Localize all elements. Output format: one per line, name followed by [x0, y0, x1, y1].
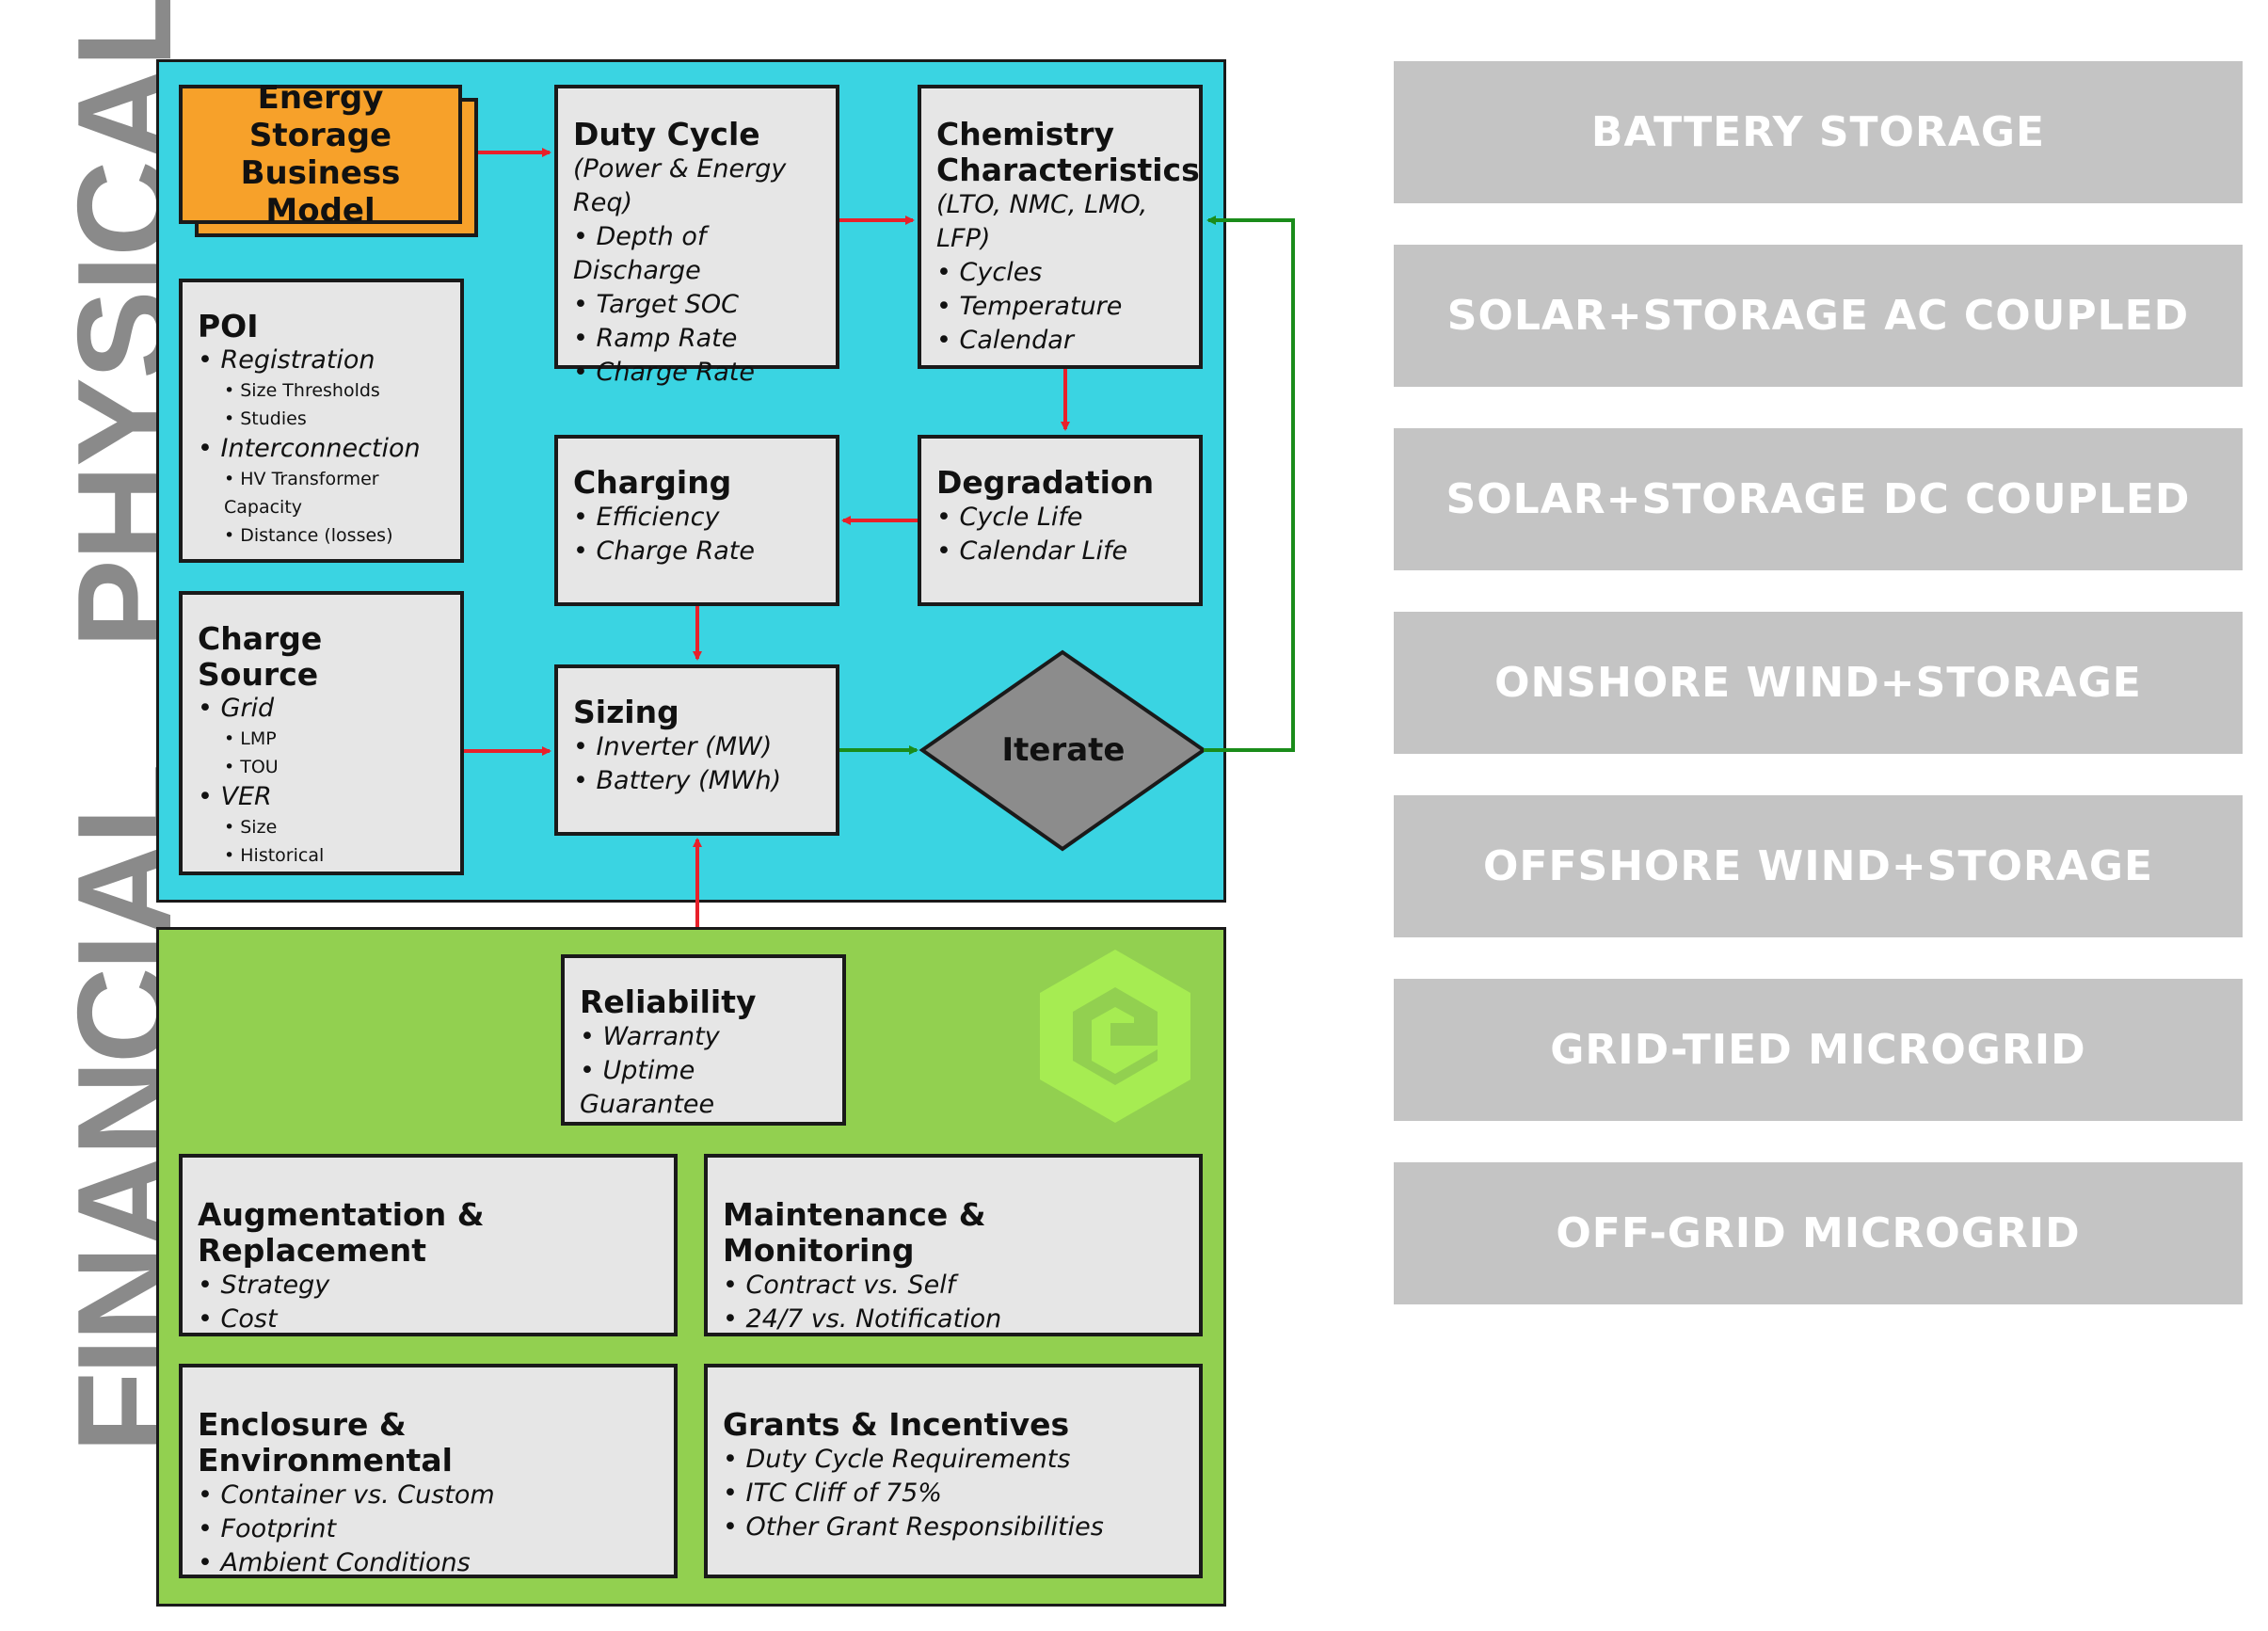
maintenance-box: Maintenance & Monitoring Contract vs. Se…: [704, 1154, 1203, 1336]
degradation-box: Degradation Cycle Life Calendar Life: [918, 435, 1203, 606]
sizing-bullet: Inverter (MW): [573, 730, 821, 764]
augmentation-bullet: Cost: [198, 1303, 659, 1336]
poi-bullet: Registration: [198, 344, 445, 376]
charge-source-sub-bullet: Size: [198, 813, 445, 841]
charging-title: Charging: [573, 464, 732, 501]
poi-sub-bullet: Size Thresholds: [198, 376, 445, 405]
iterate-diamond: [918, 649, 1207, 852]
reliability-title: Reliability: [580, 983, 757, 1020]
poi-title: POI: [198, 308, 259, 344]
category-offshore-wind[interactable]: OFFSHORE WIND+STORAGE: [1394, 795, 2243, 937]
augmentation-box: Augmentation & Replacement Strategy Cost: [179, 1154, 678, 1336]
reliability-bullet: Warranty: [580, 1020, 827, 1054]
grants-bullet: ITC Cliff of 75%: [723, 1477, 1184, 1511]
maintenance-bullet: 24/7 vs. Notification: [723, 1303, 1184, 1336]
category-grid-tied[interactable]: GRID-TIED MICROGRID: [1394, 979, 2243, 1121]
augmentation-title: Augmentation & Replacement: [198, 1196, 485, 1269]
charge-source-sub-bullet: LMP: [198, 725, 445, 753]
charge-source-bullet: VER: [198, 781, 445, 813]
reliability-box: Reliability Warranty Uptime Guarantee: [561, 954, 846, 1126]
poi-bullet: Interconnection: [198, 433, 445, 465]
poi-sub-bullet: Studies: [198, 405, 445, 433]
charge-source-box: Charge Source Grid LMP TOU VER Size Hist…: [179, 591, 464, 875]
charge-source-sub-bullet: Historical: [198, 841, 445, 870]
charging-bullet: Efficiency: [573, 501, 821, 535]
maintenance-title: Maintenance & Monitoring: [723, 1196, 986, 1269]
chemistry-sub: (LTO, NMC, LMO, LFP): [936, 190, 1148, 253]
maintenance-bullet: Contract vs. Self: [723, 1269, 1184, 1303]
category-onshore-wind[interactable]: ONSHORE WIND+STORAGE: [1394, 612, 2243, 754]
chemistry-bullet: Cycles: [936, 256, 1184, 290]
duty-cycle-bullet: Charge Rate: [573, 356, 821, 390]
grants-bullet: Duty Cycle Requirements: [723, 1443, 1184, 1477]
enclosure-bullet: Footprint: [198, 1512, 659, 1546]
chemistry-title-2: Characteristics: [936, 152, 1200, 188]
charge-source-bullet: Grid: [198, 693, 445, 725]
duty-cycle-bullet: Ramp Rate: [573, 322, 821, 356]
business-model-line1: Energy Storage: [248, 79, 392, 154]
enclosure-title: Enclosure & Environmental: [198, 1406, 453, 1479]
charge-source-sub-bullet: TOU: [198, 753, 445, 781]
grants-bullet: Other Grant Responsibilities: [723, 1511, 1184, 1544]
enclosure-bullet: Ambient Conditions: [198, 1546, 659, 1580]
arrow-iterate-to-chemistry: [1204, 216, 1295, 752]
degradation-bullet: Calendar Life: [936, 535, 1184, 568]
chemistry-title-1: Chemistry: [936, 116, 1114, 152]
reliability-bullet: Uptime Guarantee: [580, 1054, 827, 1122]
business-model-line2: Business Model: [240, 154, 401, 230]
grants-box: Grants & Incentives Duty Cycle Requireme…: [704, 1364, 1203, 1578]
category-solar-ac[interactable]: SOLAR+STORAGE AC COUPLED: [1394, 245, 2243, 387]
iterate-label: Iterate: [1001, 731, 1126, 769]
chemistry-bullet: Calendar: [936, 324, 1184, 358]
category-solar-dc[interactable]: SOLAR+STORAGE DC COUPLED: [1394, 428, 2243, 570]
enclosure-bullet: Container vs. Custom: [198, 1479, 659, 1512]
charging-bullet: Charge Rate: [573, 535, 821, 568]
charging-box: Charging Efficiency Charge Rate: [554, 435, 839, 606]
duty-cycle-bullet: Target SOC: [573, 288, 821, 322]
grants-title: Grants & Incentives: [723, 1406, 1070, 1443]
chemistry-bullet: Temperature: [936, 290, 1184, 324]
enclosure-box: Enclosure & Environmental Container vs. …: [179, 1364, 678, 1578]
duty-cycle-title: Duty Cycle: [573, 116, 760, 152]
chemistry-box: Chemistry Characteristics (LTO, NMC, LMO…: [918, 85, 1203, 369]
category-battery-storage[interactable]: BATTERY STORAGE: [1394, 61, 2243, 203]
charge-source-title: Charge Source: [198, 620, 323, 693]
duty-cycle-sub: (Power & Energy Req): [573, 154, 787, 217]
duty-cycle-box: Duty Cycle (Power & Energy Req) Depth of…: [554, 85, 839, 387]
poi-box: POI Registration Size Thresholds Studies…: [179, 279, 464, 563]
poi-sub-bullet: HV Transformer Capacity: [198, 465, 445, 521]
sizing-title: Sizing: [573, 694, 679, 730]
business-model-box: Energy Storage Business Model: [179, 79, 462, 230]
augmentation-bullet: Strategy: [198, 1269, 659, 1303]
degradation-bullet: Cycle Life: [936, 501, 1184, 535]
duty-cycle-bullet: Depth of Discharge: [573, 220, 821, 288]
sizing-box: Sizing Inverter (MW) Battery (MWh): [554, 664, 839, 836]
degradation-title: Degradation: [936, 464, 1155, 501]
category-off-grid[interactable]: OFF-GRID MICROGRID: [1394, 1162, 2243, 1304]
poi-sub-bullet: Distance (losses): [198, 521, 445, 550]
sizing-bullet: Battery (MWh): [573, 764, 821, 798]
